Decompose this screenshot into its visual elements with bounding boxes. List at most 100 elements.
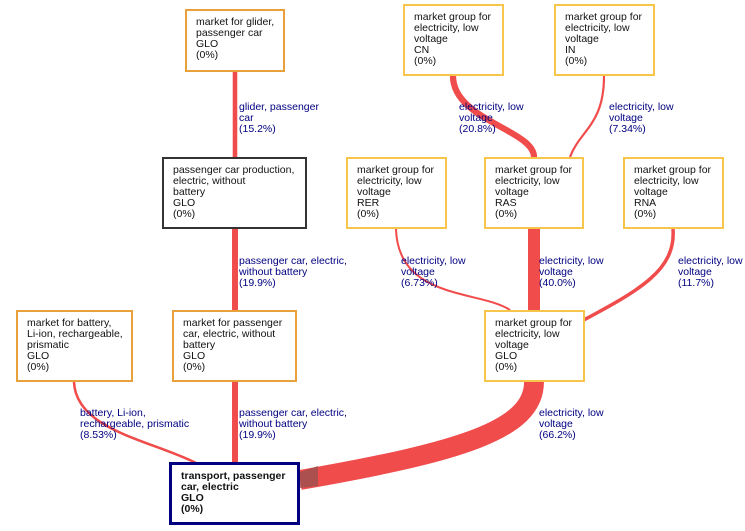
node-location: GLO [27,350,50,362]
node-name-line: electricity, low [357,175,422,187]
flow-label-line: glider, passenger [239,101,319,113]
node-name-line: battery [183,339,216,351]
flow-label-line: battery, Li-ion, [80,407,146,419]
node-location: IN [565,44,576,56]
node-share: (0%) [565,55,588,67]
flow-label-rna-electricity: electricity, low voltage (11.7%) [678,256,743,289]
node-location: RNA [634,197,657,209]
node-location: CN [414,44,430,56]
flow-label-line: electricity, low [678,255,743,267]
node-name-line: Li-ion, rechargeable, [27,328,123,340]
node-market-for-passenger-car[interactable]: market for passenger car, electric, with… [172,310,297,382]
node-name-line: market group for [565,11,643,23]
node-name-line: market group for [495,164,573,176]
flow-label-line: passenger car, electric, [239,255,347,267]
flow-label-in-electricity: electricity, low voltage (7.34%) [609,102,674,135]
flow-label-line: voltage [609,112,643,124]
node-name-line: passenger car production, [173,164,295,176]
flow-label-cn-electricity: electricity, low voltage (20.8%) [459,102,524,135]
flow-cn-to-ras[interactable] [449,75,538,158]
flow-label-share: (7.34%) [609,123,646,135]
flow-label-share: (66.2%) [539,429,576,441]
flow-label-share: (40.0%) [539,277,576,289]
flow-in-to-ras[interactable] [568,75,606,158]
flow-label-line: passenger car, electric, [239,407,347,419]
flow-label-share: (15.2%) [239,123,276,135]
node-electricity-cn[interactable]: market group for electricity, low voltag… [403,4,504,76]
node-name-line: voltage [357,186,391,198]
node-share: (0%) [357,208,380,220]
node-name-line: market group for [495,317,573,329]
arrowhead-icon [300,466,318,488]
flow-label-share: (11.7%) [678,277,714,289]
node-location: RAS [495,197,517,209]
node-name-line: market for glider, [196,16,275,28]
node-location: GLO [183,350,206,362]
node-passenger-car-production[interactable]: passenger car production, electric, with… [162,157,307,229]
node-name-line: market group for [634,164,712,176]
node-share: (0%) [173,208,196,220]
node-name-line: car, electric, without [183,328,276,340]
flow-label-line: voltage [539,418,573,430]
node-share: (0%) [183,361,206,373]
flow-label-line: electricity, low [539,255,604,267]
node-electricity-ras[interactable]: market group for electricity, low voltag… [484,157,584,229]
node-location: GLO [196,38,219,50]
node-name-line: voltage [634,186,668,198]
node-share: (0%) [495,208,518,220]
node-name-line: market for battery, [27,317,112,329]
flow-label-line: voltage [401,266,435,278]
flow-label-line: electricity, low [539,407,604,419]
flow-label-car-production: passenger car, electric, without battery… [239,256,347,289]
node-name-line: electricity, low [565,22,630,34]
node-name-line: car, electric [181,481,239,493]
node-electricity-glo[interactable]: market group for electricity, low voltag… [484,310,585,382]
flow-label-share: (20.8%) [459,123,496,135]
node-share: (0%) [495,361,518,373]
node-share: (0%) [181,503,204,515]
flow-label-glo-electricity: electricity, low voltage (66.2%) [539,408,604,441]
node-electricity-rer[interactable]: market group for electricity, low voltag… [346,157,447,229]
flow-label-share: (19.9%) [239,277,276,289]
flow-label-line: electricity, low [459,101,524,113]
flow-rer-to-glo[interactable] [394,228,511,311]
node-name-line: electricity, low [495,175,560,187]
node-electricity-rna[interactable]: market group for electricity, low voltag… [623,157,724,229]
node-name-line: transport, passenger [181,470,286,482]
flow-battery-to-transport[interactable] [72,381,197,465]
flow-label-line: voltage [459,112,493,124]
flow-label-share: (6.73%) [401,277,438,289]
node-name-line: passenger car [196,27,263,39]
flow-label-line: electricity, low [401,255,466,267]
node-market-for-battery[interactable]: market for battery, Li-ion, rechargeable… [16,310,133,382]
node-electricity-in[interactable]: market group for electricity, low voltag… [554,4,655,76]
flow-label-line: voltage [539,266,573,278]
flow-label-ras-electricity: electricity, low voltage (40.0%) [539,256,604,289]
node-name-line: electricity, low [634,175,699,187]
flow-glo-to-transport[interactable] [298,381,544,490]
flow-rna-to-glo[interactable] [579,228,675,324]
flow-label-line: without battery [239,266,308,278]
flow-label-glider: glider, passenger car (15.2%) [239,102,319,135]
flow-label-share: (8.53%) [80,429,117,441]
flow-label-passenger-car: passenger car, electric, without battery… [239,408,347,441]
flow-label-line: rechargeable, prismatic [80,418,190,430]
flow-label-line: without battery [239,418,308,430]
node-market-for-glider[interactable]: market for glider, passenger car GLO (0%… [185,9,285,72]
node-name-line: electricity, low [495,328,560,340]
node-name-line: voltage [495,339,529,351]
node-transport-passenger-car-electric[interactable]: transport, passenger car, electric GLO (… [169,462,300,525]
flow-label-line: electricity, low [609,101,674,113]
node-location: GLO [173,197,196,209]
flow-label-line: voltage [678,266,712,278]
node-name-line: voltage [565,33,599,45]
flow-label-line: car [239,112,254,124]
node-name-line: battery [173,186,206,198]
node-name-line: market group for [357,164,435,176]
node-name-line: market for passenger [183,317,283,329]
node-share: (0%) [196,49,219,61]
flow-label-share: (19.9%) [239,429,276,441]
flow-label-battery: battery, Li-ion, rechargeable, prismatic… [80,408,189,441]
